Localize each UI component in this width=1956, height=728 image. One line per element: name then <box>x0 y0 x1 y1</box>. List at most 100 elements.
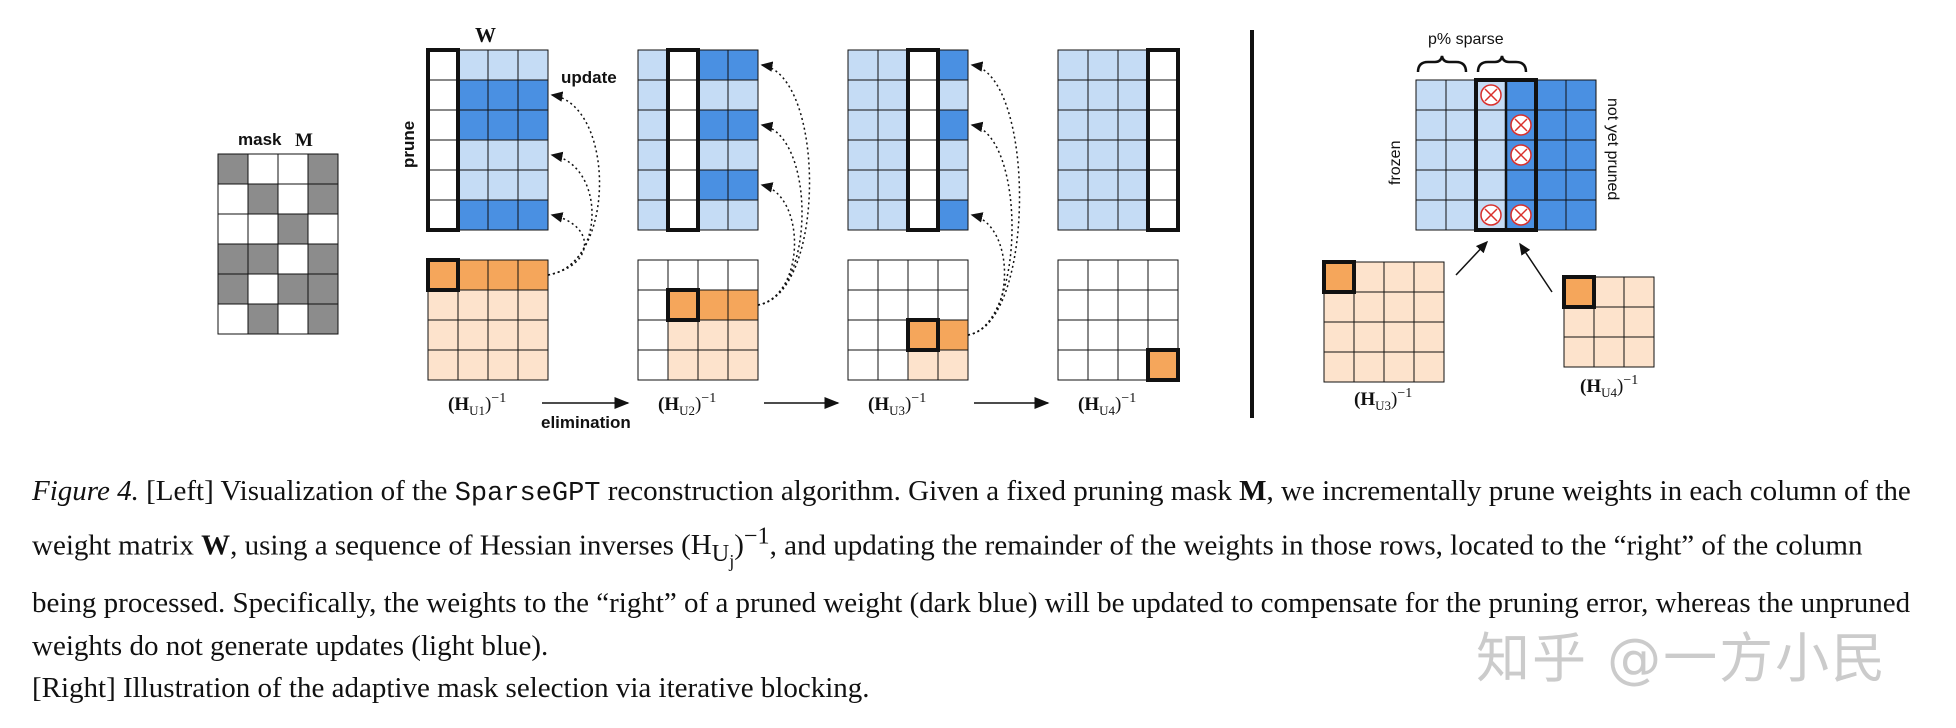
sparse-label: p% sparse <box>1428 31 1504 48</box>
pruned-weight-icon <box>1510 144 1532 166</box>
hessian-grid-2-cell <box>727 289 759 321</box>
weight-grid-4-cell <box>1147 109 1179 141</box>
hessian-grid-3-cell <box>877 349 909 381</box>
hessian-grid-2-cell <box>667 349 699 381</box>
weight-grid-4-cell <box>1117 109 1149 141</box>
mask-grid-cell <box>307 273 339 305</box>
right-h-label-a: (HU3)−1 <box>1354 386 1412 413</box>
hessian-grid-3-cell <box>847 289 879 321</box>
right-hessian-a-cell <box>1323 351 1355 383</box>
hessian-grid-1-cell <box>517 319 549 351</box>
right-weight-cell <box>1565 199 1597 231</box>
pruned-weight-icon <box>1510 204 1532 226</box>
hessian-grid-1-cell <box>427 289 459 321</box>
current-column-4 <box>1146 48 1180 232</box>
weight-grid-4-cell <box>1087 139 1119 171</box>
hessian-grid-3-cell <box>847 259 879 291</box>
weight-grid-2-cell <box>637 199 669 231</box>
hessian-grid-4 <box>1057 259 1179 381</box>
hessian-grid-4-cell <box>1057 259 1089 291</box>
right-weight-cell <box>1535 139 1567 171</box>
hessian-grid-4-cell <box>1087 289 1119 321</box>
weight-grid-2-cell <box>697 49 729 81</box>
hessian-grid-4-cell <box>1147 319 1179 351</box>
right-weight-cell <box>1535 199 1567 231</box>
right-hessian-a-cell <box>1413 321 1445 353</box>
weight-grid-2-cell <box>727 169 759 201</box>
hessian-grid-4-cell <box>1147 259 1179 291</box>
right-hessian-grids: (HU3)−1(HU4)−1 <box>1322 260 1655 413</box>
weight-grid-4-cell <box>1057 79 1089 111</box>
right-hessian-a-cell <box>1383 261 1415 293</box>
h-inverse-label-3: (HU3)−1 <box>868 391 926 418</box>
pivot-cell-3 <box>906 318 940 352</box>
hessian-grid-1-cell <box>427 259 459 291</box>
mask-grid-cell <box>247 183 279 215</box>
weight-grid-1-cell <box>457 169 489 201</box>
hessian-grid-1-cell <box>457 349 489 381</box>
caption-symbol-w: W <box>201 529 231 562</box>
right-weight-cell <box>1415 79 1447 111</box>
not-yet-pruned-label: not yet pruned <box>1604 98 1621 200</box>
hessian-grid-3-cell <box>847 319 879 351</box>
weight-grid-4-cell <box>1087 169 1119 201</box>
hessian-grid-4-cell <box>1117 289 1149 321</box>
hessian-grid-1-cell <box>457 319 489 351</box>
watermark: 知乎 @一方小民 <box>1476 627 1888 690</box>
mask-grid-cell <box>307 183 339 215</box>
right-weight-cell <box>1415 169 1447 201</box>
weight-grid-1-cell <box>457 139 489 171</box>
elimination-label: elimination <box>541 413 631 432</box>
right-hessian-a-cell <box>1323 321 1355 353</box>
weight-grid-1 <box>427 49 549 231</box>
weight-grid-4-cell <box>1117 169 1149 201</box>
weight-grid-2-cell <box>697 139 729 171</box>
weight-grid-3-cell <box>907 109 939 141</box>
hessian-grid-3-cell <box>937 289 969 321</box>
update-arc <box>547 212 586 276</box>
mask-grid-cell <box>217 243 249 275</box>
right-hessian-a-cell <box>1413 261 1445 293</box>
hessian-grid-2 <box>637 259 759 381</box>
hessian-grid-1-cell <box>487 319 519 351</box>
mask-grid-cell <box>277 273 309 305</box>
mask-grid-cell <box>307 243 339 275</box>
weight-grid-1-cell <box>487 109 519 141</box>
weight-grid-1-cell <box>457 109 489 141</box>
caption-text-1: [Left] Visualization of the <box>138 475 455 507</box>
weight-grid-2-cell <box>667 169 699 201</box>
hessian-grid-2-cell <box>697 259 729 291</box>
right-weight-cell <box>1565 109 1597 141</box>
hessian-grid-3-cell <box>907 259 939 291</box>
pivot-cell-2 <box>666 288 700 322</box>
hessian-grid-3 <box>847 259 969 381</box>
weight-grid-3-cell <box>847 199 879 231</box>
hessian-grid-3-cell <box>907 319 939 351</box>
right-hessian-b-cell <box>1563 336 1595 368</box>
weight-grid-3-cell <box>877 109 909 141</box>
mask-grid-cell <box>277 183 309 215</box>
weight-grid-4-cell <box>1147 139 1179 171</box>
weight-grid-4-cell <box>1057 49 1089 81</box>
weight-grid-2-cell <box>637 49 669 81</box>
weight-grid-3-cell <box>907 199 939 231</box>
weight-grid-4-cell <box>1117 139 1149 171</box>
mask-grid <box>217 153 339 335</box>
hessian-grid-1-cell <box>457 259 489 291</box>
weight-grid-2-cell <box>637 109 669 141</box>
mask-grid-cell <box>307 303 339 335</box>
right-weight-cell <box>1535 79 1567 111</box>
step-3: (HU3)−1 <box>847 48 1021 418</box>
hessian-grid-4-cell <box>1117 259 1149 291</box>
caption-hessian: (HUj)−1 <box>681 522 770 571</box>
weight-grid-4-cell <box>1057 109 1089 141</box>
hessian-grid-1-cell <box>517 289 549 321</box>
mask-grid-cell <box>247 213 279 245</box>
right-weight-cell <box>1505 79 1537 111</box>
weight-grid-1-cell <box>487 199 519 231</box>
weight-grid-1-cell <box>457 49 489 81</box>
hessian-grid-1 <box>427 259 549 381</box>
right-hessian-b-cell <box>1563 306 1595 338</box>
hessian-grid-2-cell <box>637 349 669 381</box>
hessian-grid-3-cell <box>907 349 939 381</box>
